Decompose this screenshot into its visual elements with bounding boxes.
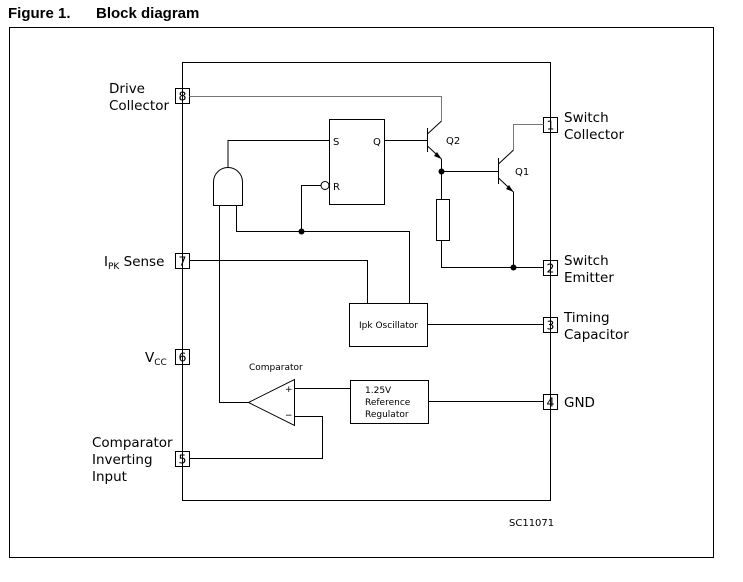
pin-2-number: 2 [547,261,555,276]
pin-6-box [175,349,190,365]
pin-1-label-line2: Collector [564,127,624,143]
pin-6-label-sub: CC [154,358,167,368]
flip-flop: S Q R [320,119,385,205]
pin-6-label: VCC [145,350,167,368]
pin-5-number: 5 [179,452,187,467]
comparator-plus: + [285,385,293,395]
pin-3-label-line2: Capacitor [564,327,629,343]
pin-8: 8 Drive Collector [109,81,190,114]
wire-and-to-set [227,140,330,168]
pin-5-label-line2: Inverting [92,452,153,468]
and-gate [213,167,243,206]
pin-7-label-main: I [104,254,108,270]
comparator: Comparator + − [247,363,303,427]
flip-flop-s-label: S [333,137,339,148]
pin-4: 4 GND [543,394,595,411]
q2-emitter-arrow [434,152,442,159]
pin-5: 5 Comparator Inverting Input [92,435,190,485]
wire-switch-collector [513,124,544,150]
flip-flop-r-label: R [333,182,340,193]
pin-5-label-line1: Comparator [92,435,173,451]
comparator-title: Comparator [249,363,303,373]
q1-collector-lead [498,149,514,165]
pin-7-number: 7 [179,254,187,269]
wire-oscillator-to-and [236,205,410,304]
pin-4-label-line1: GND [564,395,595,411]
pin-2: 2 Switch Emitter [543,253,614,286]
figure-code: SC11071 [509,518,554,529]
resistor [436,199,450,241]
reference-line3: Regulator [365,410,409,420]
flip-flop-box [329,119,385,205]
pin-7-label: IPK Sense [104,254,164,272]
pin-1: 1 Switch Collector [543,110,624,143]
ic-body [182,62,551,501]
reset-inversion-bubble [320,181,330,190]
junction-dot [510,264,517,271]
pin-8-label-line1: Drive [109,81,145,97]
figure-frame [9,27,714,558]
reference-line1: 1.25V [365,386,392,396]
pin-8-label-line2: Collector [109,98,169,114]
oscillator-label: Ipk Oscillator [359,321,418,331]
q1-label: Q1 [515,167,529,178]
comparator-minus: − [285,411,293,421]
pin-7: 7 IPK Sense [104,253,190,272]
pin-6-number: 6 [179,350,187,365]
pin-7-label-sub: PK [108,262,120,272]
comparator-triangle [247,378,295,427]
q2-collector-lead [427,120,442,135]
pin-3-label-line1: Timing [563,310,610,326]
transistor-q1: Q1 [498,149,529,193]
ipk-oscillator: Ipk Oscillator [349,303,428,347]
pin-8-number: 8 [179,89,187,104]
pin-3-number: 3 [547,318,555,333]
figure-title: Block diagram [96,5,200,22]
wire-q1-emitter [513,192,544,268]
pin-1-number: 1 [547,118,555,133]
pin-3: 3 Timing Capacitor [543,310,629,343]
pin-2-label-line1: Switch [564,253,609,269]
reference-regulator: 1.25V Reference Regulator [350,380,429,424]
junction-dot [298,228,305,235]
wire-inverting-input [189,416,323,459]
q1-emitter-arrow [506,185,514,192]
pin-7-label-rest: Sense [119,254,164,270]
pin-5-label-line3: Input [92,469,127,485]
wire-comparator-output [219,205,249,403]
wire-resistor-bottom [441,240,514,268]
flip-flop-q-label: Q [373,137,381,148]
pin-1-label-line1: Switch [564,110,609,126]
pin-4-number: 4 [547,395,555,410]
pin-6-label-main: V [145,350,155,366]
pin-2-label-line2: Emitter [564,270,614,286]
junction-dot [438,168,445,175]
pin-6: 6 VCC [145,349,190,368]
figure-number: Figure 1. [8,5,71,22]
reference-line2: Reference [365,398,411,408]
q2-label: Q2 [446,136,460,147]
wire-reset [301,185,321,232]
wire-ipk-sense [189,260,368,304]
wire-drive-collector [189,96,442,121]
wiring [189,96,544,459]
transistor-q2: Q2 [427,120,460,160]
